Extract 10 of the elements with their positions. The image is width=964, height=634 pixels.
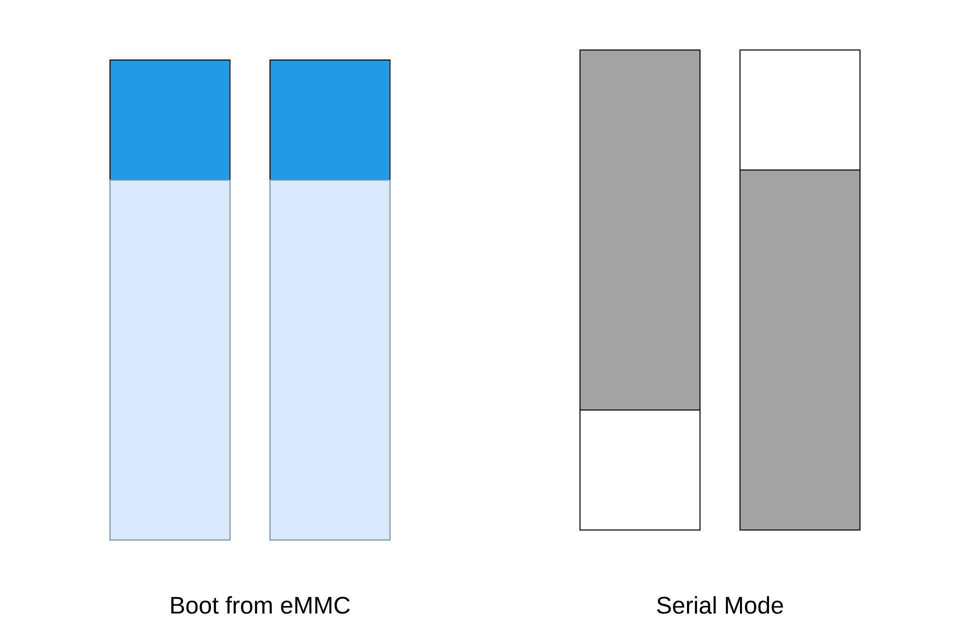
memory-block — [110, 60, 230, 180]
memory-block — [110, 180, 230, 540]
caption-text: Boot from eMMC — [171, 596, 350, 614]
caption-text: Serial Mode — [657, 596, 783, 614]
memory-block — [580, 410, 700, 530]
memory-block — [270, 180, 390, 540]
memory-block — [270, 60, 390, 180]
memory-block — [740, 50, 860, 170]
memory-block — [740, 170, 860, 530]
memory-block — [580, 50, 700, 410]
